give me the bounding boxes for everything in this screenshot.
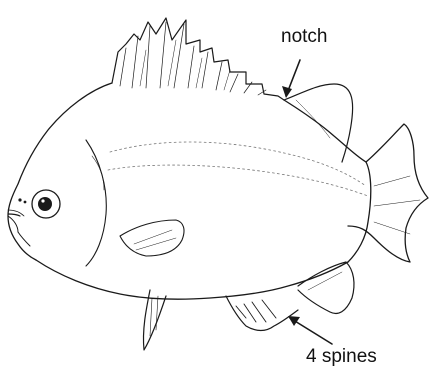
- mouth: [8, 214, 20, 216]
- lateral-line: [108, 142, 368, 196]
- pectoral-fin: [120, 220, 184, 256]
- gill-cover: [86, 140, 106, 266]
- anal-fin: [226, 296, 298, 331]
- notch-arrowhead: [282, 86, 292, 98]
- dorsal-fin-spiny: [112, 18, 284, 100]
- nostrils: [18, 198, 26, 203]
- eye: [32, 190, 60, 218]
- fish-body: [8, 83, 371, 299]
- spines-label: 4 spines: [306, 347, 377, 366]
- spines-arrowhead: [288, 316, 300, 326]
- notch-label: notch: [281, 27, 327, 46]
- anal-fin-soft: [298, 262, 354, 313]
